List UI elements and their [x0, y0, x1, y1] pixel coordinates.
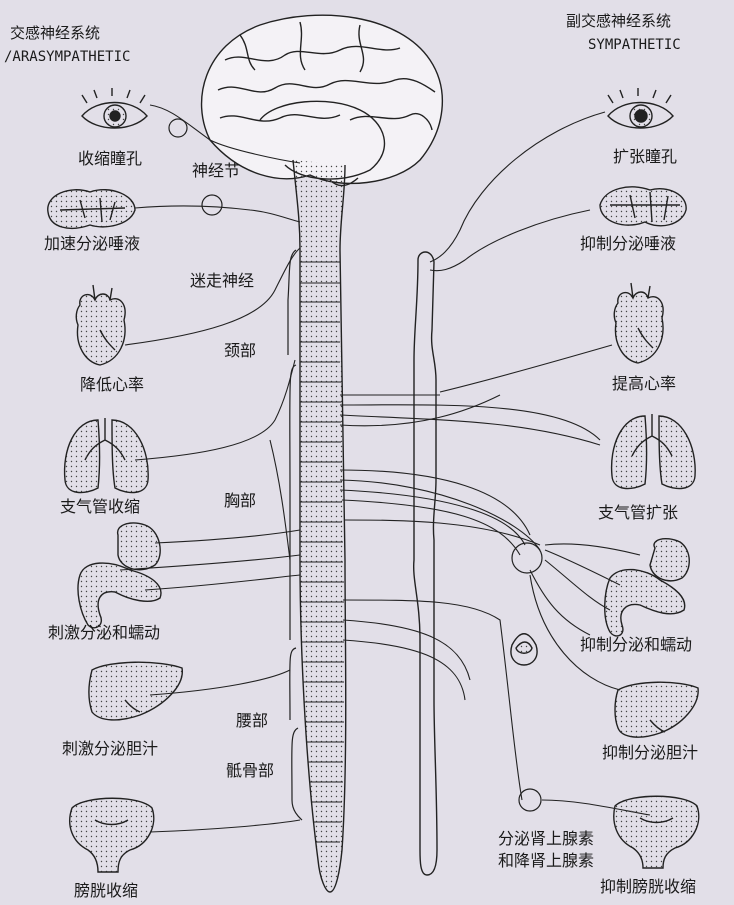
label-thoracic: 胸部: [224, 492, 256, 510]
bladder-icon: [70, 798, 154, 872]
left-header-title: 交感神经系统: [10, 24, 100, 42]
label-secrete-epinephrine: 分泌肾上腺素: [498, 830, 594, 848]
eye-icon: [82, 88, 147, 128]
label-stimulate-digestion: 刺激分泌和蠕动: [48, 624, 160, 642]
label-constrict-pupil: 收缩瞳孔: [78, 150, 142, 168]
label-lumbar: 腰部: [236, 712, 268, 730]
label-slow-heart: 降低心率: [80, 376, 144, 394]
label-dilate-bronchi: 支气管扩张: [598, 504, 678, 522]
right-header-title: 副交感神经系统: [566, 12, 671, 30]
label-contract-bladder: 膀胱收缩: [74, 882, 138, 900]
liver-icon: [615, 682, 698, 737]
sympathetic-fibers: [340, 112, 650, 815]
liver-icon: [89, 662, 182, 720]
sympathetic-chain-icon: [414, 252, 437, 875]
label-stimulate-bile: 刺激分泌胆汁: [62, 740, 158, 758]
salivary-gland-icon: [48, 190, 135, 229]
left-header-subtitle: /ARASYMPATHETIC: [4, 48, 130, 66]
eye-icon: [608, 88, 673, 128]
label-norepinephrine: 和降肾上腺素: [498, 852, 594, 870]
label-stimulate-saliva: 加速分泌唾液: [44, 235, 140, 253]
stomach-intestine-icon: [605, 539, 690, 636]
heart-icon: [614, 283, 663, 363]
ganglion-icon: [169, 119, 542, 811]
salivary-gland-icon: [600, 187, 686, 226]
label-inhibit-bile: 抑制分泌胆汁: [602, 744, 698, 762]
adrenal-gland-icon: [511, 634, 537, 665]
bladder-icon: [614, 796, 699, 868]
right-header-subtitle: SYMPATHETIC: [588, 36, 681, 54]
heart-icon: [76, 285, 125, 365]
lungs-icon: [612, 414, 696, 489]
label-inhibit-bladder: 抑制膀胱收缩: [600, 878, 696, 896]
label-inhibit-saliva: 抑制分泌唾液: [580, 235, 676, 253]
label-constrict-bronchi: 支气管收缩: [60, 498, 140, 516]
label-inhibit-digestion: 抑制分泌和蠕动: [580, 636, 692, 654]
label-dilate-pupil: 扩张瞳孔: [613, 148, 677, 166]
label-accelerate-heart: 提高心率: [612, 375, 676, 393]
label-ganglion: 神经节: [192, 162, 240, 180]
lungs-icon: [65, 418, 149, 493]
label-sacral: 骶骨部: [226, 762, 274, 780]
stomach-intestine-icon: [78, 523, 161, 628]
label-cervical: 颈部: [224, 342, 256, 360]
label-vagus-nerve: 迷走神经: [190, 272, 254, 290]
